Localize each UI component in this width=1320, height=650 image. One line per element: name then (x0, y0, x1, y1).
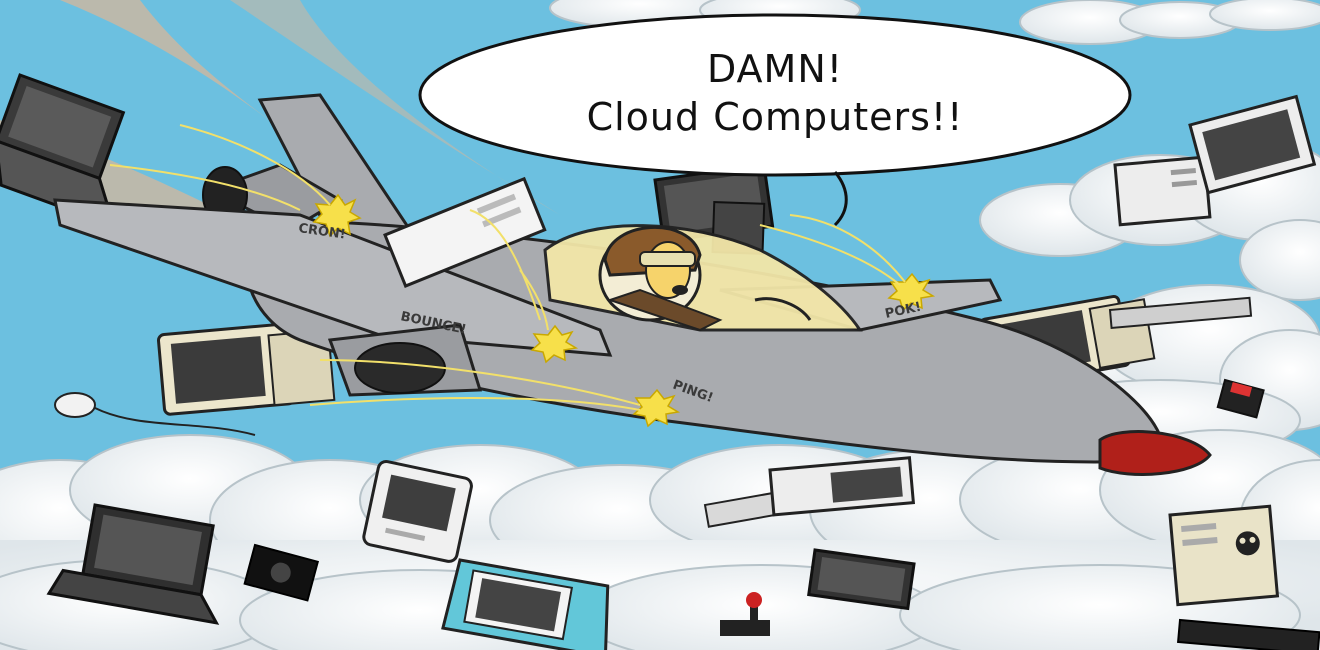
keyboard-right (1108, 296, 1253, 330)
floppy-disk-right (1216, 378, 1265, 419)
motion-lines (109, 124, 906, 411)
mac-classic (362, 459, 473, 563)
monitor-top-right (1188, 94, 1317, 195)
imac-teal (441, 558, 610, 650)
spark-cron (312, 193, 362, 238)
spark-bounce (530, 324, 579, 364)
jet-plane (53, 93, 1212, 476)
tower-top-right (1113, 155, 1212, 227)
keyboard-bottom-right (1176, 618, 1320, 650)
monitor-bottom-center (768, 456, 916, 517)
speech-line-1: DAMN! (707, 47, 843, 91)
laptop-bottom-center (807, 548, 916, 611)
spark-pok (887, 272, 936, 312)
tower-skull (1168, 504, 1280, 607)
joystick (720, 592, 770, 636)
laptop-center (653, 162, 775, 255)
mouse-left (54, 392, 256, 436)
laptop-bottom-left (46, 503, 220, 625)
speech-line-2: Cloud Computers!! (587, 95, 964, 139)
sfx-cron: CRON! (297, 221, 346, 242)
pilot (598, 225, 812, 332)
speaker-bottom (243, 543, 320, 602)
sfx-pok: POK! (884, 300, 923, 322)
speech-bubble: DAMN! Cloud Computers!! (418, 13, 1132, 227)
crt-monitor-left (157, 322, 336, 416)
tower-on-plane (383, 176, 547, 288)
